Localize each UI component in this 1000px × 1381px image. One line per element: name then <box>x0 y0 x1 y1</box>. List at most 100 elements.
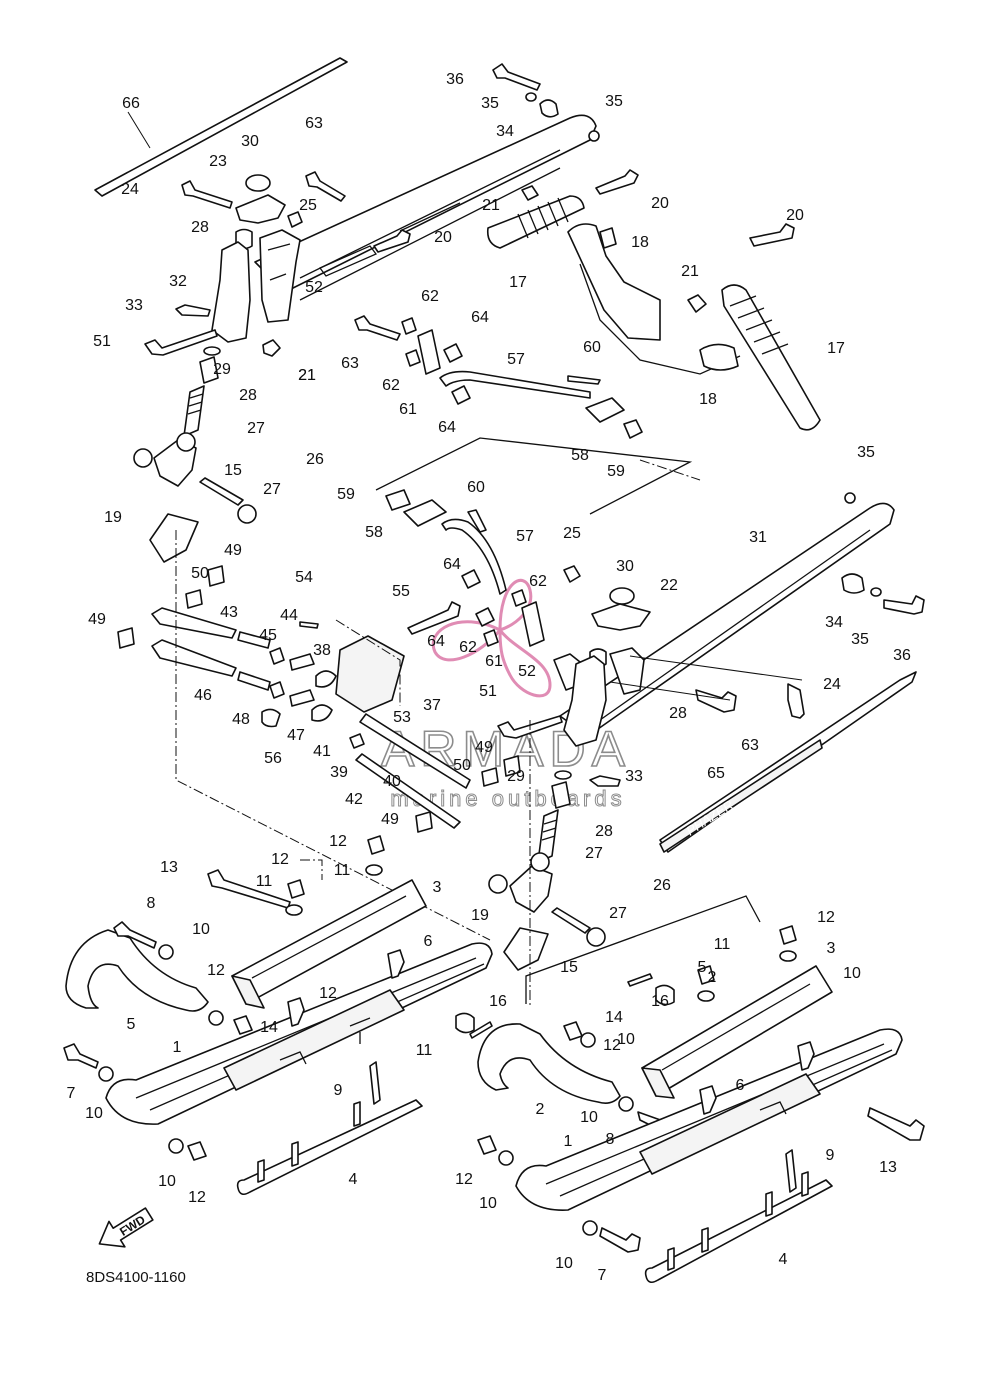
part-38-joint <box>315 670 337 688</box>
part-66-guide-bar <box>94 57 348 197</box>
callout-11: 11 <box>714 936 731 953</box>
part-64-nut <box>475 607 495 627</box>
callout-8: 8 <box>147 895 156 912</box>
callout-44: 44 <box>280 607 298 624</box>
part-12-nut <box>697 965 715 985</box>
part-34-collar <box>539 99 559 118</box>
callout-53: 53 <box>393 709 411 726</box>
part-10-washer <box>498 1150 514 1166</box>
part-61-link <box>521 601 545 647</box>
part-9-stud <box>785 1149 797 1193</box>
part-5-bolt <box>387 949 405 979</box>
callout-9: 9 <box>826 1147 835 1164</box>
part-28-bushing <box>551 781 571 809</box>
callout-52: 52 <box>518 663 536 680</box>
part-56-nut <box>261 708 281 728</box>
callout-26: 26 <box>653 877 671 894</box>
callout-64: 64 <box>427 633 445 650</box>
callout-37: 37 <box>423 697 441 714</box>
callout-10: 10 <box>843 965 861 982</box>
callout-32: 32 <box>169 273 187 290</box>
callout-20: 20 <box>651 195 669 212</box>
callout-12: 12 <box>271 851 289 868</box>
decal-text: PHAZER <box>683 797 735 838</box>
callout-14: 14 <box>260 1019 278 1036</box>
part-27-cap <box>488 874 508 894</box>
callout-12: 12 <box>188 1189 206 1206</box>
watermark-petal <box>498 625 552 698</box>
callout-10: 10 <box>85 1105 103 1122</box>
part-6-bolt <box>287 997 305 1027</box>
part-35-washer <box>870 587 882 597</box>
callout-10: 10 <box>479 1195 497 1212</box>
part-29-washer <box>203 346 221 356</box>
part-34-collar <box>841 573 865 594</box>
callout-4: 4 <box>349 1171 358 1188</box>
part-64-nut <box>461 569 481 589</box>
callout-46: 46 <box>194 687 212 704</box>
callout-1: 1 <box>564 1133 573 1150</box>
part-13-bolt <box>207 869 291 909</box>
part-62-bushing <box>405 349 421 367</box>
part-57-tie-rod <box>441 518 507 595</box>
callout-33: 33 <box>625 768 643 785</box>
callout-50: 50 <box>191 565 209 582</box>
part-64-nut <box>443 343 463 363</box>
callout-47: 47 <box>287 727 305 744</box>
callout-10: 10 <box>580 1109 598 1126</box>
callout-6: 6 <box>736 1077 745 1094</box>
part-59-rubber <box>623 419 643 439</box>
callout-49: 49 <box>475 739 493 756</box>
part-10-washer <box>582 1220 598 1236</box>
part-10-washer <box>98 1066 114 1082</box>
callout-62: 62 <box>459 639 477 656</box>
callout-7: 7 <box>67 1085 76 1102</box>
callout-27: 27 <box>247 420 265 437</box>
callout-54: 54 <box>295 569 313 586</box>
callout-60: 60 <box>583 339 601 356</box>
callout-60: 60 <box>467 479 485 496</box>
callout-56: 56 <box>264 750 282 767</box>
callout-21: 21 <box>482 197 500 214</box>
part-4-stud <box>701 1227 709 1253</box>
part-17-shock-absorber <box>721 284 821 431</box>
callout-64: 64 <box>443 556 461 573</box>
callout-64: 64 <box>438 419 456 436</box>
part-3-ski-mount-side <box>641 1067 675 1099</box>
part-30-cap <box>245 174 271 192</box>
part-25-nut <box>287 211 303 228</box>
callout-1: 1 <box>173 1039 182 1056</box>
part-22-bracket <box>591 603 651 631</box>
part-27-cap <box>176 432 196 452</box>
callout-11: 11 <box>256 873 273 890</box>
callout-40: 40 <box>383 773 401 790</box>
part-27-cap <box>133 448 153 468</box>
callout-62: 62 <box>382 377 400 394</box>
part-4-stud <box>765 1191 773 1217</box>
part-55-bolt <box>407 601 461 635</box>
callout-28: 28 <box>191 219 209 236</box>
watermark-petal <box>498 578 533 633</box>
callout-34: 34 <box>825 614 843 631</box>
centerline <box>639 459 701 481</box>
part-44-rod-end <box>289 653 315 671</box>
callout-65: 65 <box>707 765 725 782</box>
part-16-pin <box>627 973 653 987</box>
part-9-stud <box>369 1061 381 1105</box>
part-35-washer <box>588 130 600 142</box>
part-50-bushing <box>481 767 499 787</box>
callout-45: 45 <box>259 627 277 644</box>
callout-51: 51 <box>479 683 497 700</box>
part-4-stud <box>667 1247 675 1271</box>
callout-39: 39 <box>330 764 348 781</box>
part-49-bushing <box>503 755 521 777</box>
callout-12: 12 <box>603 1037 621 1054</box>
part-18-bracket <box>567 223 661 341</box>
part-27-cap <box>237 504 257 524</box>
part-60-cotter-pin <box>567 375 601 385</box>
part-11-washer <box>365 864 383 876</box>
callout-8: 8 <box>606 1131 615 1148</box>
callout-49: 49 <box>224 542 242 559</box>
callout-29: 29 <box>507 768 525 785</box>
